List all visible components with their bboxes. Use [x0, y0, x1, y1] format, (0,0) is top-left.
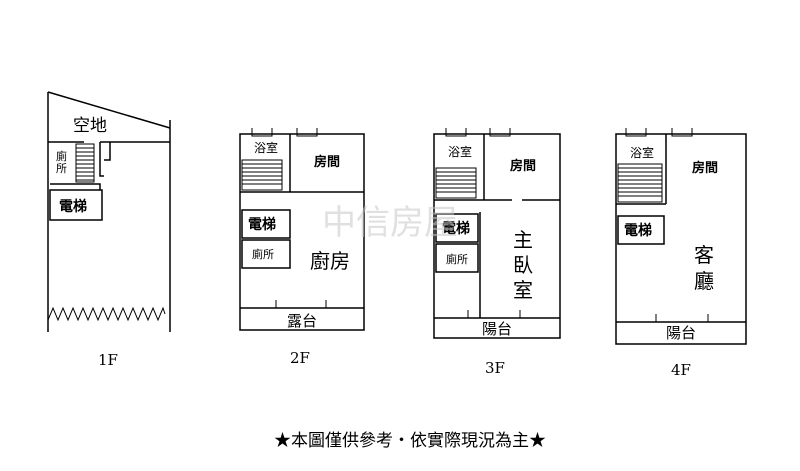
label-living-room-4f-b: 廳 [694, 269, 714, 293]
elevator-4f [617, 215, 665, 245]
door-3f-balcony [467, 310, 521, 319]
floor-label-2f: 2F [290, 349, 310, 367]
door-2f-terrace [275, 300, 327, 309]
label-room-4f: 房間 [692, 160, 718, 176]
label-living-room-4f: 客 [694, 243, 714, 267]
watermark: 中信房屋 [322, 203, 458, 243]
floor-label-1f: 1F [98, 351, 118, 369]
label-master-bedroom-3f-c: 室 [513, 278, 533, 302]
floor-plan-4f: 浴室 房間 電梯 客 廳 陽台 4F [615, 128, 747, 379]
label-open-ground: 空地 [73, 116, 107, 136]
label-master-bedroom-3f-b: 臥 [513, 253, 533, 277]
label-bath-3f: 浴室 [448, 144, 472, 159]
label-kitchen-2f: 廚房 [310, 249, 350, 273]
label-toilet-1f-a: 廁 [56, 149, 67, 163]
label-toilet-1f-b: 所 [56, 162, 67, 175]
elevator-2f [241, 209, 291, 239]
elevator-3f [435, 213, 479, 243]
label-balcony-3f: 陽台 [482, 320, 512, 338]
stair-4f [617, 163, 663, 203]
shutter-1f [47, 306, 166, 322]
stair-3f [435, 167, 477, 199]
windows-4f [625, 128, 693, 137]
toilet-3f [435, 243, 479, 273]
label-elevator-1f: 電梯 [59, 198, 87, 215]
label-bath-4f: 浴室 [630, 145, 654, 160]
wall-1f-core [99, 142, 111, 177]
outline-3f [433, 133, 561, 339]
label-elevator-3f: 電梯 [442, 220, 470, 237]
outline-2f [239, 133, 365, 331]
windows-3f [445, 128, 511, 137]
floor-label-4f: 4F [671, 361, 691, 379]
windows-2f [251, 128, 318, 137]
label-toilet-2f: 廁所 [252, 247, 274, 261]
wall-1f-slope [47, 91, 171, 129]
stair-2f [241, 159, 283, 191]
toilet-2f [241, 239, 291, 269]
label-toilet-3f: 廁所 [446, 252, 468, 266]
label-terrace-2f: 露台 [287, 312, 317, 330]
label-elevator-4f: 電梯 [624, 222, 652, 239]
wall-1f-toilet [50, 183, 101, 190]
label-elevator-2f: 電梯 [248, 216, 276, 233]
label-balcony-4f: 陽台 [666, 324, 696, 342]
floor-plan-2f: 浴室 房間 電梯 廁所 廚房 露台 2F [239, 128, 365, 367]
disclaimer-text: ★本圖僅供參考・依實際現況為主★ [274, 431, 546, 451]
label-master-bedroom-3f: 主 [513, 228, 533, 252]
door-4f-balcony [655, 314, 709, 323]
label-bath-2f: 浴室 [254, 140, 278, 155]
elevator-1f [49, 189, 103, 221]
label-room-3f: 房間 [510, 158, 536, 174]
stair-1f [75, 143, 95, 183]
floor-plan-3f: 浴室 房間 電梯 廁所 主 臥 室 陽台 3F [433, 128, 561, 377]
label-room-2f: 房間 [314, 154, 340, 170]
floor-label-3f: 3F [485, 359, 505, 377]
outline-4f [615, 133, 747, 345]
floor-plan-1f: 空地 廁 所 電梯 1F [47, 91, 171, 369]
